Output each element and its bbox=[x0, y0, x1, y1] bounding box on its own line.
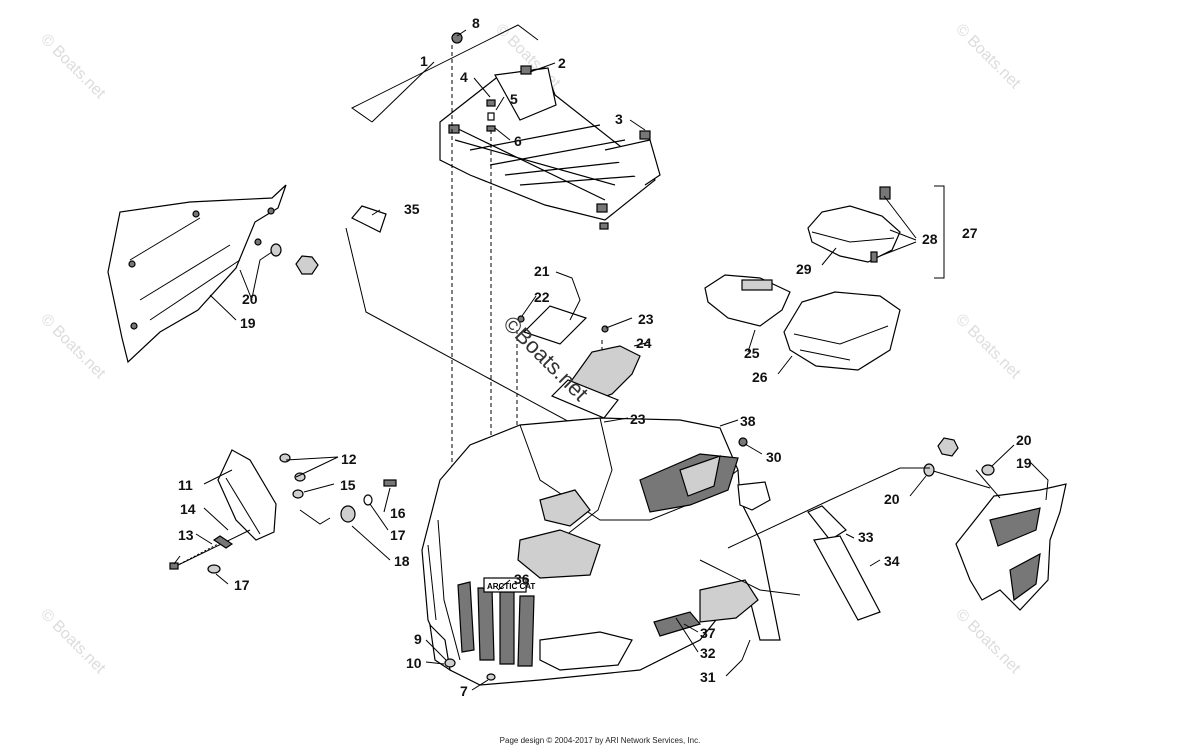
callout-26: 26 bbox=[752, 369, 768, 385]
front-fender: ARCTIC CAT bbox=[421, 417, 781, 686]
callout-29: 29 bbox=[796, 261, 812, 277]
callout-38: 38 bbox=[740, 413, 756, 429]
watermark: © Boats.net bbox=[952, 311, 1024, 383]
callout-16: 16 bbox=[390, 505, 406, 521]
callout-17b: 17 bbox=[234, 577, 250, 593]
callout-35: 35 bbox=[404, 201, 420, 217]
watermark: © Boats.net bbox=[37, 311, 109, 383]
decals-right bbox=[444, 437, 930, 681]
callout-24: 24 bbox=[636, 335, 652, 351]
callout-17a: 17 bbox=[390, 527, 406, 543]
callout-37: 37 bbox=[700, 625, 716, 641]
callout-13: 13 bbox=[178, 527, 194, 543]
callout-3: 3 bbox=[615, 111, 623, 127]
callout-21: 21 bbox=[534, 263, 550, 279]
callout-11: 11 bbox=[178, 477, 193, 493]
watermark: © Boats.net bbox=[952, 606, 1024, 678]
storage-box bbox=[704, 186, 901, 371]
page-footer: Page design © 2004-2017 by ARI Network S… bbox=[499, 736, 701, 745]
callout-30: 30 bbox=[766, 449, 782, 465]
leader-lines bbox=[173, 29, 1049, 691]
callout-9: 9 bbox=[414, 631, 422, 647]
callout-23b: 23 bbox=[630, 411, 646, 427]
callout-6: 6 bbox=[514, 133, 522, 149]
watermark: © Boats.net bbox=[952, 21, 1024, 93]
decal-35 bbox=[351, 205, 387, 233]
callout-10: 10 bbox=[406, 655, 422, 671]
center-decals bbox=[517, 305, 641, 428]
left-side-panel bbox=[107, 184, 319, 364]
callout-22: 22 bbox=[534, 289, 550, 305]
callout-19b: 19 bbox=[1016, 455, 1032, 471]
callout-1: 1 bbox=[420, 53, 428, 69]
callout-18: 18 bbox=[394, 553, 410, 569]
callout-15: 15 bbox=[340, 477, 356, 493]
callout-28: 28 bbox=[922, 231, 938, 247]
watermark: © Boats.net bbox=[37, 606, 109, 678]
callout-31: 31 bbox=[700, 669, 716, 685]
callout-27: 27 bbox=[962, 225, 978, 241]
callout-33: 33 bbox=[858, 529, 874, 545]
callout-8: 8 bbox=[472, 15, 480, 31]
callout-36: 36 bbox=[514, 571, 530, 587]
callout-7: 7 bbox=[460, 683, 468, 699]
callout-23a: 23 bbox=[638, 311, 654, 327]
watermark: © Boats.net bbox=[37, 31, 109, 103]
callout-20b: 20 bbox=[1016, 432, 1032, 448]
callout-34: 34 bbox=[884, 553, 900, 569]
front-rack bbox=[351, 24, 661, 230]
callout-32: 32 bbox=[700, 645, 716, 661]
callout-25: 25 bbox=[744, 345, 760, 361]
headlight-assembly bbox=[169, 449, 397, 574]
callout-4: 4 bbox=[460, 69, 468, 85]
brand-plate bbox=[483, 577, 527, 593]
callout-14: 14 bbox=[180, 501, 196, 517]
right-side-panel bbox=[923, 437, 1067, 611]
callout-2: 2 bbox=[558, 55, 566, 71]
brand-text: ARCTIC CAT bbox=[487, 582, 535, 591]
callout-20a: 20 bbox=[242, 291, 258, 307]
callouts: 1 2 3 4 5 6 7 8 9 10 11 12 13 14 15 16 1… bbox=[178, 15, 1032, 699]
callout-5: 5 bbox=[510, 91, 518, 107]
callout-12: 12 bbox=[341, 451, 357, 467]
callout-19a: 19 bbox=[240, 315, 256, 331]
callout-20c: 20 bbox=[884, 491, 900, 507]
